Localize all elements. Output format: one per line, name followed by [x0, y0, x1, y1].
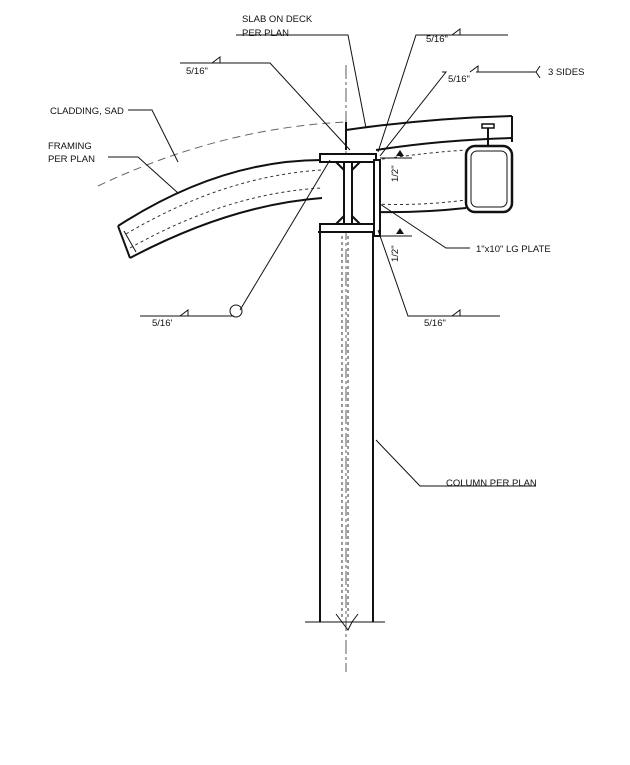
column-label: COLUMN PER PLAN: [446, 478, 537, 489]
weld-plate-lower: 1/2": [390, 245, 401, 262]
leader-lines: [108, 34, 536, 487]
slab-label-line1: SLAB ON DECK: [242, 14, 313, 25]
weld-symbol-flags: [179, 28, 541, 317]
weld-top-left: 5/16": [186, 66, 208, 77]
weld-top-right: 5/16": [448, 74, 470, 85]
plate-label: 1"x10" LG PLATE: [476, 244, 551, 255]
hss-tube: [464, 123, 514, 214]
column: [305, 231, 385, 631]
weld-bottom-left: 5/16': [152, 318, 172, 329]
weld-three-sides: 3 SIDES: [548, 67, 584, 78]
lg-plate: [373, 159, 381, 237]
framing-label-line1: FRAMING: [48, 141, 92, 152]
curved-framing-beam: [117, 159, 323, 259]
curved-framing-beam-right: [345, 115, 513, 214]
all-around-symbol: [229, 304, 243, 318]
weld-top-center: 5/16": [426, 34, 448, 45]
plate-welds: [380, 150, 412, 237]
weld-plate-upper: 1/2": [390, 165, 401, 182]
cladding-outline: [97, 121, 347, 187]
cladding-label: CLADDING, SAD: [50, 106, 124, 117]
weld-bottom-right: 5/16": [424, 318, 446, 329]
slab-label-line2: PER PLAN: [242, 28, 289, 39]
framing-label-line2: PER PLAN: [48, 154, 95, 165]
wide-flange-section: [319, 153, 377, 233]
